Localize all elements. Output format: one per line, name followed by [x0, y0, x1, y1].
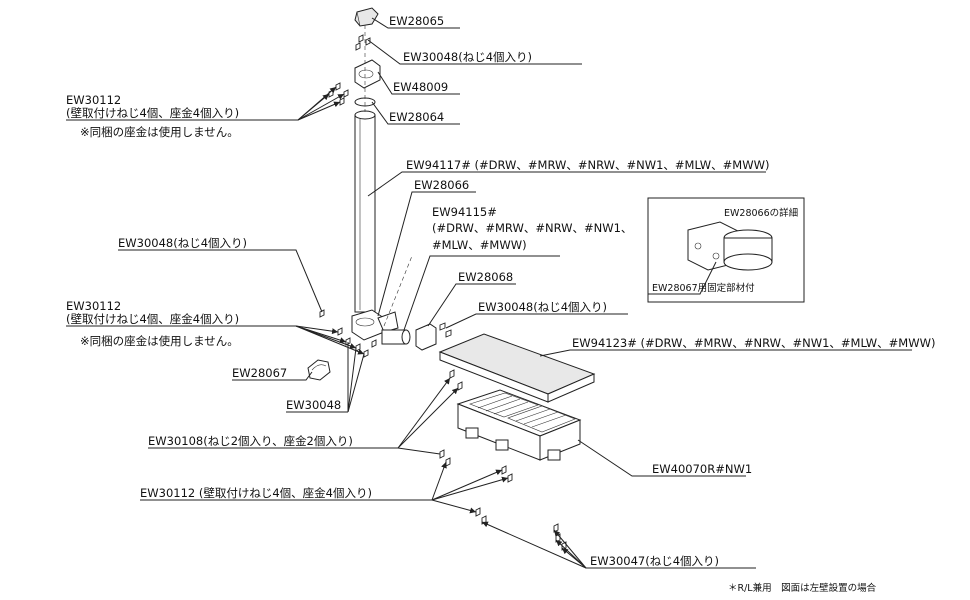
label-ew28064: EW28064 [389, 110, 444, 124]
shelf-board-ew94123 [438, 333, 596, 403]
label-ew30048-mid: EW30048(ねじ4個入り) [478, 300, 607, 314]
joint-part-ew28066 [351, 309, 399, 341]
label-ew30112-mid-note: ※同梱の座金は使用しません。 [80, 334, 239, 348]
detail-title: EW28066の詳細 [724, 207, 798, 219]
label-ew94115-line1: (#DRW、#MRW、#NRW、#NW1、 [432, 221, 632, 235]
basket-unit-ew40070r [456, 389, 582, 461]
label-ew28067: EW28067 [232, 366, 287, 380]
detail-caption: EW28067用固定部材付 [652, 282, 755, 294]
label-ew94123: EW94123# (#DRW、#MRW、#NRW、#NW1、#MLW、#MWW) [572, 336, 935, 350]
label-ew30048-bottom: EW30048 [286, 398, 341, 412]
arm-part-ew94115 [381, 255, 413, 345]
label-ew30108: EW30108(ねじ2個入り、座金2個入り) [148, 434, 353, 448]
clip-part-ew28067 [307, 359, 331, 381]
label-ew30112-mid-desc: (壁取付けねじ4個、座金4個入り) [66, 312, 239, 326]
bracket-part-ew28068 [415, 322, 452, 351]
screws-ew30048-top [355, 34, 371, 51]
label-ew94117: EW94117# (#DRW、#MRW、#NRW、#NW1、#MLW、#MWW) [406, 158, 769, 172]
label-ew30112-bottom: EW30112 (壁取付けねじ4個、座金4個入り) [140, 486, 372, 500]
label-ew40070r: EW40070R#NW1 [652, 462, 752, 476]
detail-box-ew28066 [647, 197, 805, 303]
label-ew30048-top: EW30048(ねじ4個入り) [403, 50, 532, 64]
label-ew94115-code: EW94115# [432, 205, 497, 219]
leader-lines [66, 17, 912, 569]
label-ew30112-mid-code: EW30112 [66, 299, 121, 313]
label-ew94115-line2: #MLW、#MWW) [432, 238, 527, 252]
label-ew30048-left: EW30048(ねじ4個入り) [118, 236, 247, 250]
label-ew28065: EW28065 [389, 14, 444, 28]
label-ew30047: EW30047(ねじ4個入り) [590, 554, 719, 568]
cap-part-ew28065 [354, 7, 379, 27]
label-ew48009: EW48009 [393, 80, 448, 94]
label-ew28066: EW28066 [414, 178, 469, 192]
label-ew30112-top-code: EW30112 [66, 93, 121, 107]
label-ew30112-top-note: ※同梱の座金は使用しません。 [80, 125, 239, 139]
footnote: ＊R/L兼用 図面は左壁設置の場合 [728, 582, 877, 594]
label-ew30112-top-desc: (壁取付けねじ4個、座金4個入り) [66, 106, 239, 120]
pole-part-ew94117 [354, 110, 376, 313]
label-ew28068: EW28068 [458, 270, 513, 284]
bracket-part-ew48009 [354, 59, 381, 89]
